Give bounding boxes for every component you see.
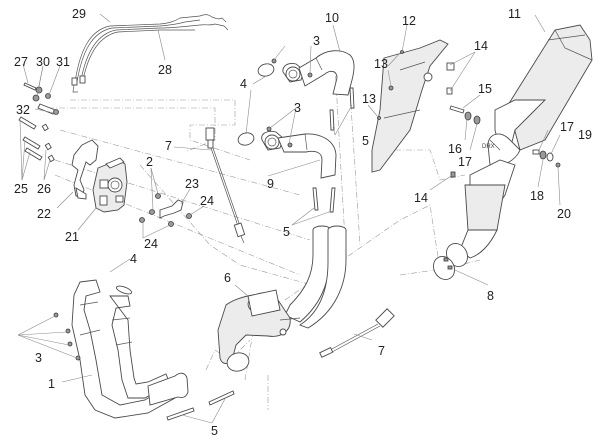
callout-25[interactable]: 25 [14,182,28,196]
callout-32[interactable]: 32 [16,103,30,117]
callout-23[interactable]: 23 [185,177,199,191]
front-header-pipes [53,279,189,419]
callout-19[interactable]: 19 [578,128,592,142]
mount-hardware [449,105,561,168]
silencer: DRX [433,24,593,280]
callout-10[interactable]: 10 [325,11,339,25]
callout-3-middle[interactable]: 3 [294,101,301,115]
callout-7-upper[interactable]: 7 [165,139,172,153]
callout-27[interactable]: 27 [14,55,28,69]
rear-header-10 [257,50,355,96]
callout-26[interactable]: 26 [37,182,51,196]
heat-guard [371,39,456,178]
cables [71,14,229,93]
callout-7-lower[interactable]: 7 [378,344,385,358]
callout-17-right[interactable]: 17 [560,120,574,134]
callout-5-lower[interactable]: 5 [211,424,218,438]
springs-lower [166,390,235,421]
left-hardware [18,82,59,163]
callout-9[interactable]: 9 [267,177,274,191]
callout-14-lower[interactable]: 14 [414,191,428,205]
collector-pipe [217,225,347,372]
callout-1[interactable]: 1 [48,377,55,391]
leader-lines [17,13,561,424]
callout-6[interactable]: 6 [224,271,231,285]
callout-4-lower[interactable]: 4 [130,252,137,266]
callout-labels: 29 28 27 30 31 32 25 26 22 21 2 23 24 24… [14,7,592,438]
actuator-assembly [71,139,128,213]
callout-30[interactable]: 30 [36,55,50,69]
lambda-sensor-lower [319,308,395,358]
callout-13-lower[interactable]: 13 [362,92,376,106]
callout-31[interactable]: 31 [56,55,70,69]
callout-29[interactable]: 29 [72,7,86,21]
callout-24-lower[interactable]: 24 [144,237,158,251]
callout-3-front[interactable]: 3 [35,351,42,365]
callout-5-middle[interactable]: 5 [283,225,290,239]
callout-13-upper[interactable]: 13 [374,57,388,71]
callout-20[interactable]: 20 [557,207,571,221]
svg-text:DRX: DRX [482,144,495,150]
callout-28[interactable]: 28 [158,63,172,77]
callout-5-upper[interactable]: 5 [362,134,369,148]
callout-2[interactable]: 2 [146,155,153,169]
lambda-sensor-upper [205,127,246,244]
callout-16[interactable]: 16 [448,142,462,156]
callout-8[interactable]: 8 [487,289,494,303]
callout-11[interactable]: 11 [508,7,521,21]
callout-21[interactable]: 21 [65,230,79,244]
callout-24-upper[interactable]: 24 [200,194,214,208]
callout-4-upper[interactable]: 4 [240,77,247,91]
springs-middle [312,87,355,213]
callout-3-upper[interactable]: 3 [313,34,320,48]
callout-18[interactable]: 18 [530,189,544,203]
callout-17-left[interactable]: 17 [458,155,472,169]
callout-22[interactable]: 22 [37,207,51,221]
callout-15[interactable]: 15 [478,82,492,96]
small-bracket-assembly [139,193,192,227]
callout-12[interactable]: 12 [402,14,416,28]
callout-14-upper[interactable]: 14 [474,39,488,53]
